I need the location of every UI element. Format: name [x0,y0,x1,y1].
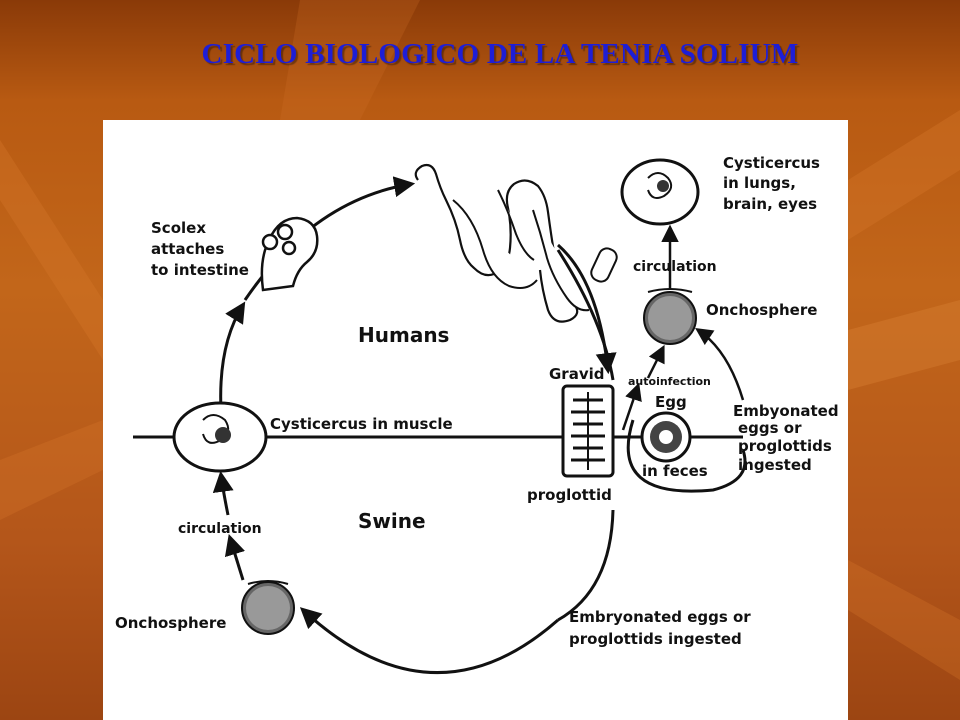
right-arrows [621,224,745,431]
label-embryonated-right-3: proglottids [738,437,832,455]
life-cycle-diagram: Humans Swine Scolex attaches to intestin… [115,154,839,674]
cysticercus-organs-icon [620,158,700,226]
label-in-feces: in feces [642,462,708,480]
label-circulation-right: circulation [633,259,717,275]
arrow-egg-to-onch [646,344,665,379]
cysticercus-muscle-icon [172,401,268,473]
label-scolex-2: attaches [151,240,224,258]
adult-tapeworm-icon [414,163,618,323]
label-embryonated-bottom-2: proglottids ingested [569,630,742,648]
onchosphere-right-icon [643,288,697,345]
label-embryonated-right-4: ingested [738,456,812,474]
label-embryonated-right-2: eggs or [738,419,802,437]
label-autoinfection: autoinfection [628,375,711,388]
label-cysticercus-muscle: Cysticercus in muscle [270,415,453,433]
label-scolex-1: Scolex [151,219,206,237]
arrow-circulation-to-cyst [212,470,234,516]
arrow-embryonated-to-onch-right [695,328,745,401]
gravid-proglottid-icon [561,384,615,478]
slide-title: CICLO BIOLOGICO DE LA TENIA SOLIUM [201,38,799,70]
label-proglottid: proglottid [527,486,612,504]
label-cysticercus-organs-3: brain, eyes [723,195,817,213]
cycle-arrows [212,176,617,674]
label-egg: Egg [655,393,687,411]
label-gravid: Gravid [549,365,605,383]
label-scolex-3: to intestine [151,261,249,279]
arrow-onch-to-circulation [224,533,245,581]
label-onchosphere-right: Onchosphere [706,301,817,319]
arrow-worm-right-down [557,243,617,375]
onchosphere-bottom-icon [241,580,295,635]
diagram-panel: Humans Swine Scolex attaches to intestin… [103,120,848,720]
scolex-icon [260,216,319,292]
arrow-cyst-to-scolex [219,301,246,411]
arrow-autoinfection [621,382,642,431]
label-embryonated-right-1: Embyonated [733,402,839,420]
arrow-gravid-to-embryonated [557,509,615,622]
label-embryonated-bottom-1: Embryonated eggs or [569,608,751,626]
label-cysticercus-organs-1: Cysticercus [723,154,820,172]
label-onchosphere-bottom: Onchosphere [115,614,226,632]
label-circulation-left: circulation [178,521,262,537]
egg-in-feces-icon [626,411,747,493]
label-swine: Swine [358,509,426,533]
arrow-embryonated-to-onch [299,607,559,674]
label-humans: Humans [358,323,449,347]
label-cysticercus-organs-2: in lungs, [723,174,796,192]
